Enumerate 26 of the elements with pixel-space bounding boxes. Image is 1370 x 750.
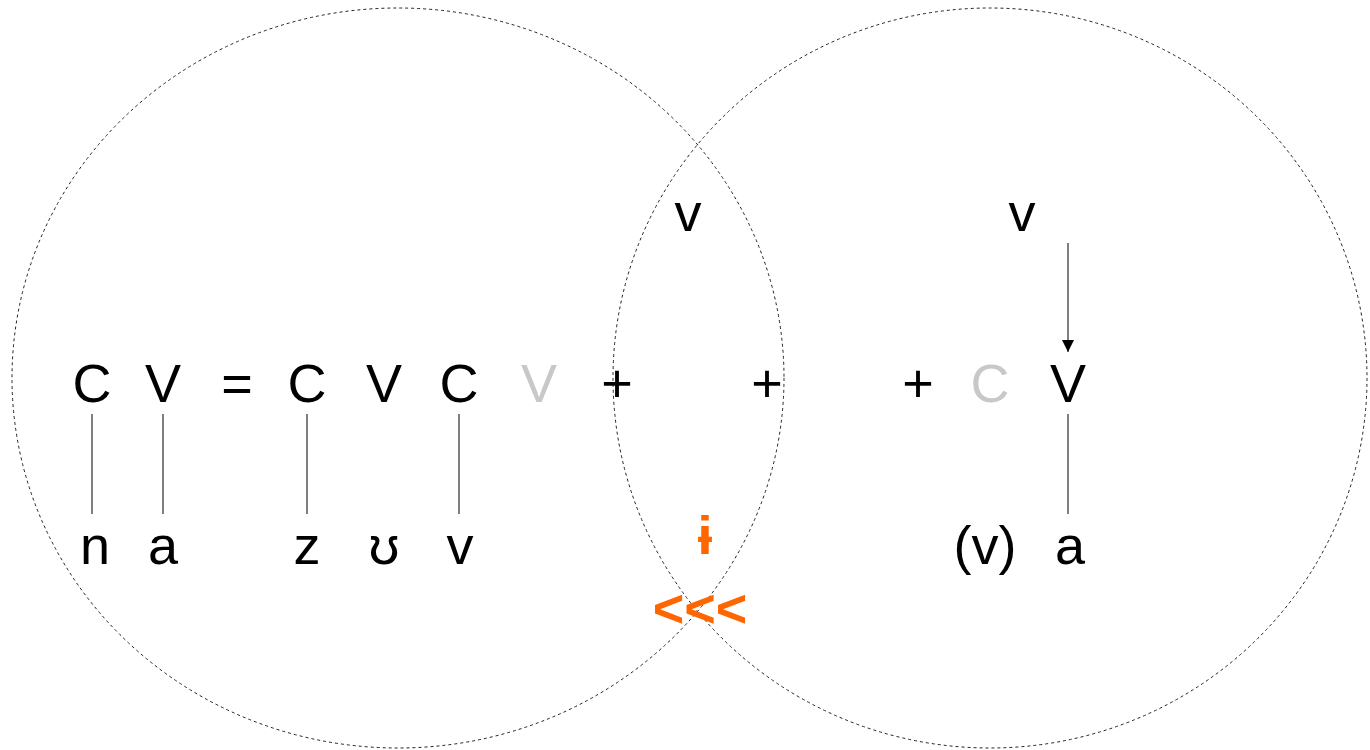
skeleton-letter: V <box>145 356 181 410</box>
phoneme-letter: a <box>148 518 178 572</box>
phoneme-letter: a <box>1055 518 1085 572</box>
association-line <box>1067 413 1069 515</box>
plus-sign: + <box>751 356 783 410</box>
skeleton-letter: V <box>1050 356 1086 410</box>
segment-letter: v <box>1008 185 1036 239</box>
skeleton-letter: C <box>287 356 327 410</box>
association-line <box>306 413 308 515</box>
skeleton-letter: V <box>366 356 402 410</box>
arrow <box>1062 242 1074 353</box>
segment-letter: v <box>674 185 702 239</box>
phoneme-letter: ʊ <box>368 518 400 572</box>
phoneme-letter: z <box>293 518 321 572</box>
phoneme-letter: ɨ <box>697 508 713 562</box>
association-line <box>458 413 460 515</box>
skeleton-letter: C <box>439 356 479 410</box>
equals-sign: = <box>221 356 253 410</box>
plus-sign: + <box>902 356 934 410</box>
phoneme-letter: v <box>446 518 474 572</box>
association-line <box>91 413 93 515</box>
direction-arrow: <<< <box>652 581 748 635</box>
skeleton-letter: C <box>72 356 112 410</box>
plus-sign: + <box>601 356 633 410</box>
phoneme-letter: n <box>80 518 110 572</box>
association-line <box>162 413 164 515</box>
